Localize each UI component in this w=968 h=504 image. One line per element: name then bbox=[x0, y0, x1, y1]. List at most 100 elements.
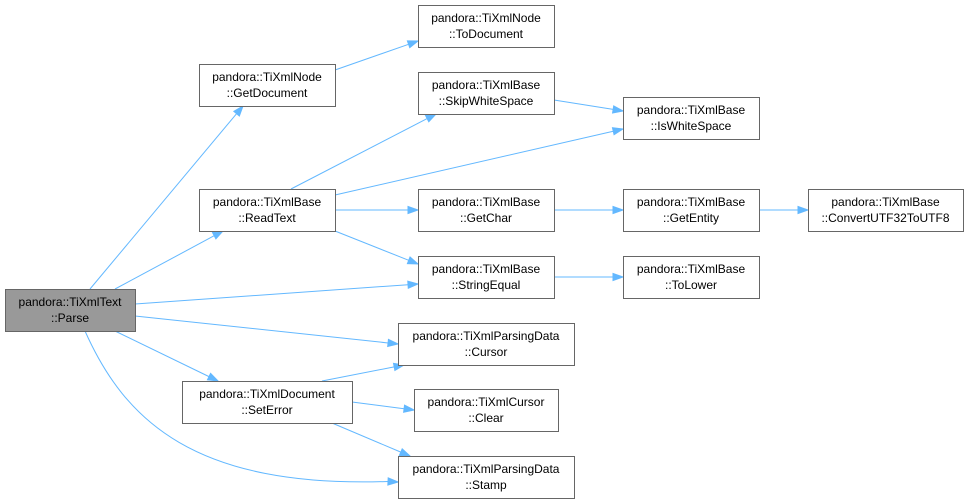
edge-getentity-to-convertutf bbox=[759, 205, 810, 215]
edge-readtext-to-skipws bbox=[290, 113, 438, 190]
node-cursor-label-line-2: ::Cursor bbox=[465, 345, 508, 359]
node-cursor-box bbox=[398, 323, 575, 366]
edge-parse-to-seterror bbox=[114, 330, 220, 382]
node-getentity-label-line-2: ::GetEntity bbox=[663, 211, 719, 225]
edge-readtext-to-iswhitespace-arrowhead bbox=[611, 127, 625, 136]
node-readtext-box bbox=[199, 189, 336, 232]
node-clear-label-line-2: ::Clear bbox=[468, 411, 503, 425]
node-readtext-label-line-1: pandora::TiXmlBase bbox=[213, 195, 322, 209]
edge-seterror-to-clear bbox=[351, 401, 416, 413]
node-getdocument[interactable]: pandora::TiXmlNode::GetDocument bbox=[199, 64, 336, 107]
node-tolower[interactable]: pandora::TiXmlBase::ToLower bbox=[623, 256, 760, 299]
edge-skipws-to-iswhitespace bbox=[553, 99, 625, 114]
node-seterror-label-line-2: ::SetError bbox=[241, 403, 292, 417]
node-todocument[interactable]: pandora::TiXmlNode::ToDocument bbox=[418, 5, 555, 48]
node-parse[interactable]: pandora::TiXmlText::Parse bbox=[5, 289, 136, 332]
node-cursor-label-line-1: pandora::TiXmlParsingData bbox=[413, 329, 560, 343]
node-tolower-label-line-1: pandora::TiXmlBase bbox=[637, 262, 746, 276]
edge-readtext-to-getchar bbox=[335, 205, 420, 215]
edge-skipws-to-iswhitespace-arrowhead bbox=[611, 105, 625, 114]
edge-parse-to-cursor-arrowhead bbox=[387, 338, 400, 348]
edge-parse-to-getdocument bbox=[89, 104, 244, 290]
node-skipws-box bbox=[418, 72, 555, 115]
node-seterror-label-line-1: pandora::TiXmlDocument bbox=[199, 387, 335, 401]
nodes-layer: pandora::TiXmlText::Parse pandora::TiXmlN… bbox=[5, 5, 964, 499]
edge-getentity-to-convertutf-arrowhead bbox=[797, 205, 810, 215]
node-clear-label-line-1: pandora::TiXmlCursor bbox=[428, 395, 545, 409]
node-tolower-box bbox=[623, 256, 760, 299]
node-seterror[interactable]: pandora::TiXmlDocument::SetError bbox=[182, 381, 353, 424]
node-iswhitespace-label-line-2: ::IsWhiteSpace bbox=[651, 119, 732, 133]
edge-readtext-to-skipws-arrowhead bbox=[424, 113, 438, 123]
node-stringequal-label-line-2: ::StringEqual bbox=[452, 278, 521, 292]
node-readtext-label-line-2: ::ReadText bbox=[238, 211, 296, 225]
node-convertutf-label-line-1: pandora::TiXmlBase bbox=[831, 195, 940, 209]
edge-seterror-to-stamp-line bbox=[331, 422, 401, 453]
node-stringequal-label-line-1: pandora::TiXmlBase bbox=[432, 262, 541, 276]
edge-parse-to-readtext-arrowhead bbox=[211, 230, 225, 240]
node-stringequal[interactable]: pandora::TiXmlBase::StringEqual bbox=[418, 256, 555, 299]
node-getdocument-label-line-2: ::GetDocument bbox=[227, 86, 308, 100]
edge-seterror-to-cursor bbox=[321, 362, 406, 382]
node-parse-label-line-1: pandora::TiXmlText bbox=[19, 295, 123, 309]
edge-parse-to-seterror-arrowhead bbox=[206, 372, 220, 382]
edge-stringequal-to-tolower bbox=[554, 272, 625, 282]
edge-parse-to-stamp-line bbox=[84, 330, 389, 483]
node-convertutf-label-line-2: ::ConvertUTF32ToUTF8 bbox=[821, 211, 949, 225]
node-tolower-label-line-2: ::ToLower bbox=[665, 278, 717, 292]
node-convertutf-box bbox=[808, 189, 964, 232]
edge-readtext-to-iswhitespace bbox=[334, 127, 625, 196]
node-iswhitespace[interactable]: pandora::TiXmlBase::IsWhiteSpace bbox=[623, 97, 760, 140]
edge-seterror-to-stamp bbox=[331, 422, 412, 457]
edge-readtext-to-getchar-arrowhead bbox=[407, 205, 420, 215]
node-skipws-label-line-2: ::SkipWhiteSpace bbox=[439, 94, 534, 108]
node-todocument-label-line-2: ::ToDocument bbox=[449, 27, 524, 41]
edge-getchar-to-getentity-arrowhead bbox=[612, 205, 625, 215]
node-clear-box bbox=[414, 389, 559, 432]
node-seterror-box bbox=[182, 381, 353, 424]
node-todocument-label-line-1: pandora::TiXmlNode bbox=[431, 11, 541, 25]
node-getentity[interactable]: pandora::TiXmlBase::GetEntity bbox=[623, 189, 760, 232]
node-skipws-label-line-1: pandora::TiXmlBase bbox=[432, 78, 541, 92]
edge-seterror-to-stamp-arrowhead bbox=[398, 447, 412, 457]
edge-seterror-to-clear-arrowhead bbox=[403, 404, 416, 413]
edge-parse-to-getdocument-line bbox=[89, 113, 237, 290]
node-getchar[interactable]: pandora::TiXmlBase::GetChar bbox=[418, 189, 555, 232]
node-getentity-label-line-1: pandora::TiXmlBase bbox=[637, 195, 746, 209]
edge-readtext-to-stringequal bbox=[334, 230, 420, 265]
edge-parse-to-seterror-line bbox=[114, 330, 210, 378]
edge-seterror-to-clear-line bbox=[351, 401, 405, 410]
edge-parse-to-stamp-arrowhead bbox=[387, 477, 400, 486]
edges-layer bbox=[84, 40, 810, 486]
node-parse-box bbox=[5, 289, 136, 332]
edge-getdocument-to-todocument-arrowhead bbox=[406, 40, 420, 49]
node-clear[interactable]: pandora::TiXmlCursor::Clear bbox=[414, 389, 559, 432]
node-getdocument-label-line-1: pandora::TiXmlNode bbox=[212, 70, 322, 84]
node-iswhitespace-box bbox=[623, 97, 760, 140]
edge-parse-to-readtext-line bbox=[114, 235, 215, 290]
node-getchar-label-line-1: pandora::TiXmlBase bbox=[432, 195, 541, 209]
edge-parse-to-cursor-line bbox=[134, 315, 389, 344]
node-getchar-label-line-2: ::GetChar bbox=[460, 211, 512, 225]
node-convertutf[interactable]: pandora::TiXmlBase::ConvertUTF32ToUTF8 bbox=[808, 189, 964, 232]
node-iswhitespace-label-line-1: pandora::TiXmlBase bbox=[637, 103, 746, 117]
edge-readtext-to-stringequal-arrowhead bbox=[406, 256, 420, 265]
edge-parse-to-cursor bbox=[134, 315, 400, 348]
node-skipws[interactable]: pandora::TiXmlBase::SkipWhiteSpace bbox=[418, 72, 555, 115]
edge-parse-to-stringequal bbox=[134, 280, 420, 305]
node-stringequal-box bbox=[418, 256, 555, 299]
edge-getchar-to-getentity bbox=[554, 205, 625, 215]
edge-readtext-to-iswhitespace-line bbox=[334, 130, 614, 196]
node-cursor[interactable]: pandora::TiXmlParsingData::Cursor bbox=[398, 323, 575, 366]
edge-getdocument-to-todocument-line bbox=[334, 43, 409, 71]
edge-parse-to-stamp bbox=[84, 330, 400, 486]
edge-readtext-to-stringequal-line bbox=[334, 230, 409, 261]
node-stamp-label-line-1: pandora::TiXmlParsingData bbox=[413, 462, 560, 476]
node-stamp[interactable]: pandora::TiXmlParsingData::Stamp bbox=[398, 456, 575, 499]
edge-stringequal-to-tolower-arrowhead bbox=[612, 272, 625, 282]
node-getchar-box bbox=[418, 189, 555, 232]
node-readtext[interactable]: pandora::TiXmlBase::ReadText bbox=[199, 189, 336, 232]
edge-skipws-to-iswhitespace-line bbox=[553, 99, 614, 110]
edge-parse-to-stringequal-line bbox=[134, 284, 409, 305]
